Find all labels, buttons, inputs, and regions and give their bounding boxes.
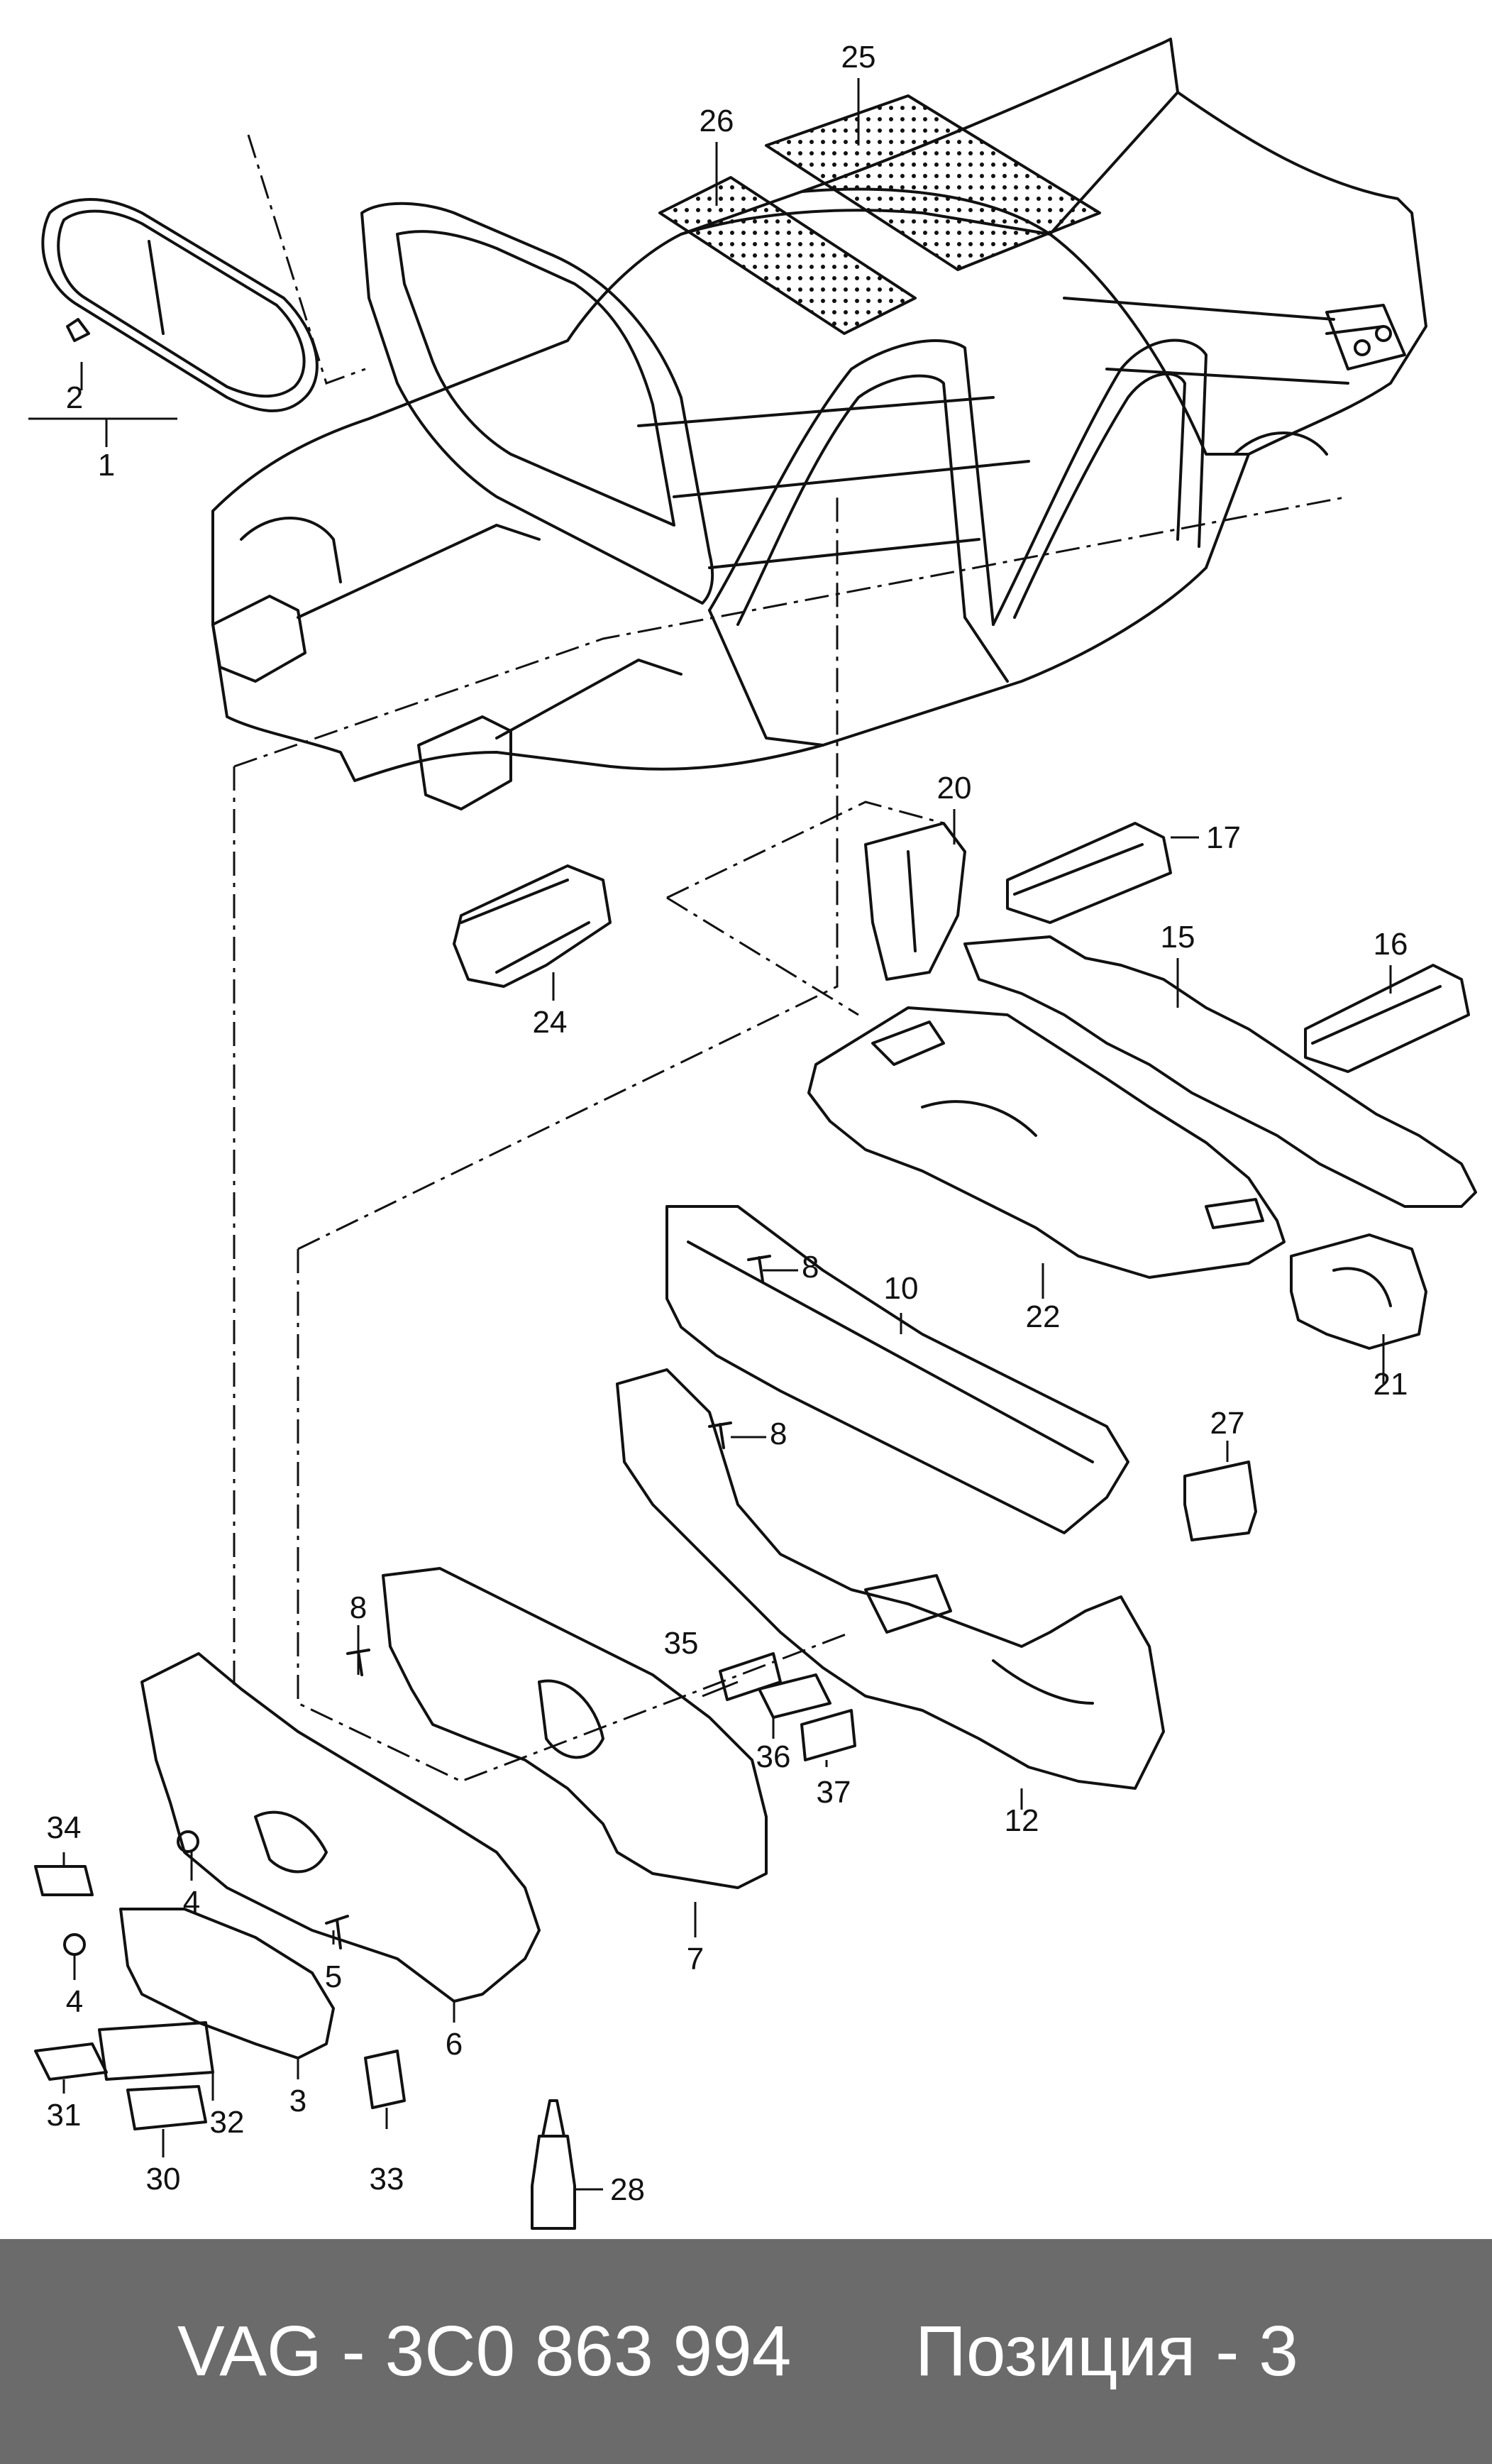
part-3 (119, 1908, 335, 2059)
part-16 (1304, 964, 1470, 1073)
part-8a-clip (747, 1255, 771, 1282)
callout-5: 5 (325, 1959, 342, 1994)
part-7 (382, 1567, 768, 1889)
callout-20: 20 (937, 771, 972, 805)
callout-6: 6 (446, 2027, 463, 2062)
part-12 (616, 1368, 1165, 1790)
callout-25: 25 (841, 40, 876, 75)
roof-panel-26 (658, 176, 917, 335)
group-outline-right (666, 801, 944, 1016)
part-33 (364, 2050, 406, 2109)
part-number: VAG - 3C0 863 994 (177, 2311, 792, 2391)
callout-7: 7 (687, 1942, 704, 1976)
callout-32: 32 (210, 2105, 245, 2140)
callout-31: 31 (47, 2098, 82, 2133)
position-label: Позиция - 3 (915, 2311, 1298, 2391)
callout-28: 28 (610, 2172, 645, 2207)
part-30 (126, 2085, 207, 2130)
part-32 (98, 2021, 214, 2081)
part-4b-clip (63, 1933, 86, 1956)
part-28 (531, 2099, 576, 2230)
part-22 (807, 1006, 1286, 1279)
part-24 (453, 864, 612, 988)
part-6 (140, 1652, 541, 2003)
part-15 (963, 935, 1477, 1208)
callout-37: 37 (817, 1775, 851, 1810)
part-5-screw (325, 1915, 349, 1949)
part-8b-clip (708, 1421, 732, 1449)
callout-12: 12 (1005, 1803, 1039, 1838)
part-1-cover (41, 198, 319, 412)
group-outline-middle (297, 497, 852, 1783)
callout-36: 36 (756, 1739, 791, 1774)
callout-34: 34 (47, 1810, 82, 1845)
callout-17: 17 (1206, 820, 1241, 855)
part-37 (800, 1709, 856, 1761)
part-17 (1006, 822, 1172, 924)
part-35 (719, 1652, 782, 1701)
callout-27: 27 (1210, 1406, 1245, 1441)
callout-33: 33 (370, 2162, 404, 2196)
part-10 (665, 1205, 1129, 1534)
part-31 (34, 2042, 108, 2081)
callout-2: 2 (66, 380, 83, 415)
part-36 (758, 1673, 831, 1719)
callout-1: 1 (98, 448, 115, 483)
callout-8a: 8 (802, 1250, 819, 1285)
part-21 (1290, 1233, 1427, 1350)
callout-8b: 8 (770, 1417, 787, 1451)
callout-26: 26 (700, 104, 734, 138)
callout-21: 21 (1374, 1367, 1408, 1402)
part-27 (1183, 1461, 1257, 1541)
part-20 (864, 822, 966, 981)
callout-4b: 4 (66, 1984, 83, 2019)
group-outline-top (247, 134, 366, 385)
roof-panel-25 (765, 94, 1101, 271)
group-outline-left (233, 495, 1349, 1689)
car-body-shell (211, 38, 1427, 810)
footer-banner: VAG - 3C0 863 994 Позиция - 3 (0, 2239, 1492, 2464)
part-34 (34, 1865, 94, 1896)
part-4a-clip (177, 1830, 199, 1853)
callout-10: 10 (884, 1271, 919, 1306)
callout-22: 22 (1026, 1299, 1061, 1334)
callout-24: 24 (533, 1005, 568, 1040)
callout-16: 16 (1374, 927, 1408, 962)
callout-15: 15 (1161, 920, 1195, 955)
callout-3: 3 (289, 2084, 306, 2118)
callout-35: 35 (664, 1626, 699, 1661)
callout-8c: 8 (350, 1590, 367, 1625)
callout-30: 30 (146, 2162, 181, 2196)
parts-diagram: 25 26 2 1 20 17 16 15 24 8 22 10 21 8 27… (28, 38, 1477, 2230)
callout-4a: 4 (183, 1885, 200, 1920)
